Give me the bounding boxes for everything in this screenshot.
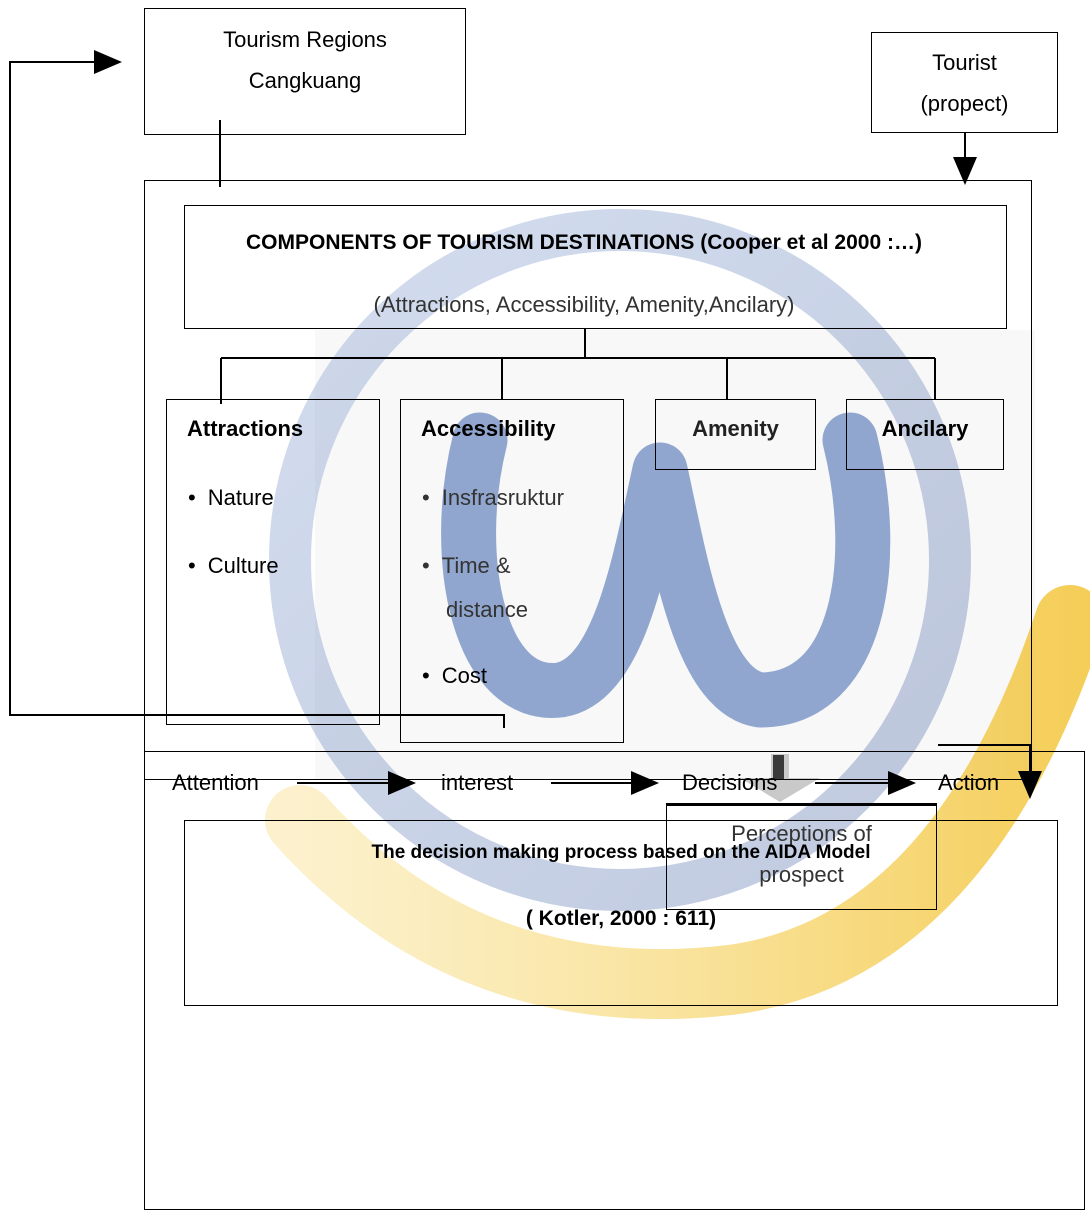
tourism-region-line2: Cangkuang xyxy=(248,68,362,93)
aida-step-interest: interest xyxy=(441,770,514,795)
amenity-box xyxy=(655,399,816,470)
attractions-item: Culture xyxy=(188,551,279,581)
tourist-line2: (propect) xyxy=(920,91,1009,116)
components-box xyxy=(184,205,1007,329)
perceptions-box-real xyxy=(666,803,937,910)
accessibility-box xyxy=(400,399,624,743)
components-title: COMPONENTS OF TOURISM DESTINATIONS (Coop… xyxy=(246,231,922,254)
perceptions-line1: Perceptions of xyxy=(731,821,872,846)
accessibility-item: Time & xyxy=(422,551,511,581)
aida-citation: ( Kotler, 2000 : 611) xyxy=(525,907,717,930)
attractions-item: Nature xyxy=(188,483,274,513)
aida-step-action: Action xyxy=(938,770,1000,795)
accessibility-item-cont: distance xyxy=(446,597,528,622)
down-arrow-icon xyxy=(740,754,820,802)
destination-container xyxy=(144,180,1032,780)
ancilary-box xyxy=(846,399,1004,470)
accessibility-title: Accessibility xyxy=(421,416,556,441)
ancilary-title: Ancilary xyxy=(881,416,969,441)
accessibility-item: Cost xyxy=(422,661,487,691)
tourism-region-box xyxy=(144,8,466,135)
perceptions-line2: prospect xyxy=(759,862,844,887)
aida-step-attention: Attention xyxy=(172,770,259,795)
attractions-title: Attractions xyxy=(187,416,304,441)
aida-caption: The decision making process based on the… xyxy=(371,842,871,863)
aida-step-decisions: Decisions xyxy=(682,770,778,795)
tourism-region-line1: Tourism Regions xyxy=(223,27,387,52)
attractions-box xyxy=(166,399,380,725)
tourist-line1: Tourist xyxy=(932,50,997,75)
aida-panel xyxy=(144,751,1085,1210)
accessibility-item: Insfrasruktur xyxy=(422,483,564,513)
components-subtitle: (Attractions, Accessibility, Amenity,Anc… xyxy=(373,292,795,317)
aida-caption-outline xyxy=(184,820,1058,1006)
amenity-title: Amenity xyxy=(692,416,779,441)
tourist-box xyxy=(871,32,1058,133)
